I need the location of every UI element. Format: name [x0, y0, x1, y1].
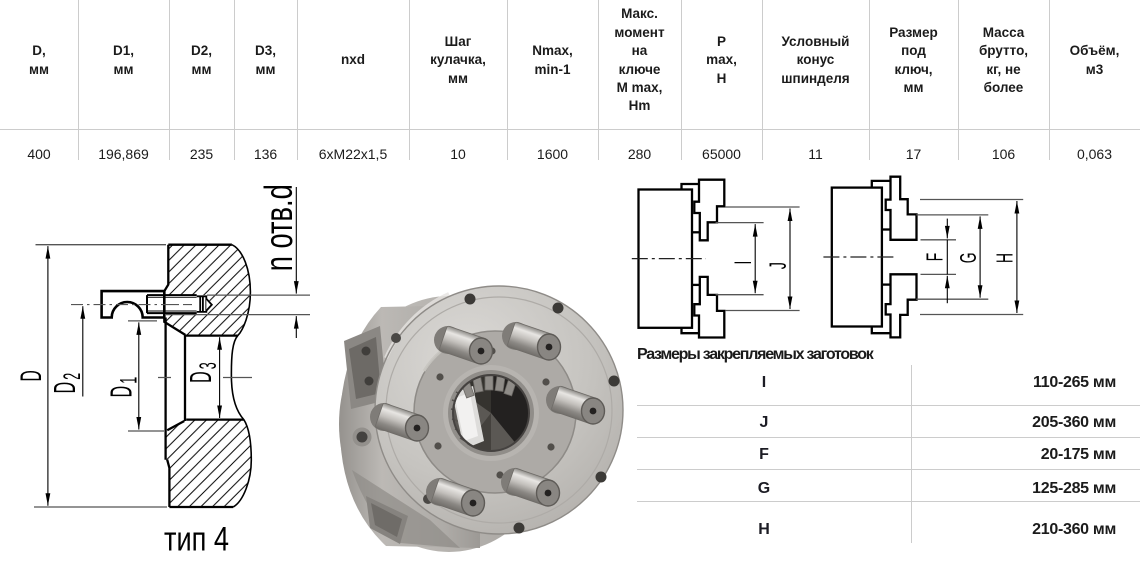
svg-text:D1: D1 — [105, 377, 143, 398]
svg-text:D2: D2 — [49, 373, 87, 394]
svg-text:J: J — [765, 262, 792, 269]
svg-text:тип 4: тип 4 — [164, 520, 229, 559]
svg-text:F: F — [923, 253, 948, 261]
svg-text:G: G — [957, 253, 982, 264]
svg-text:H: H — [993, 253, 1018, 263]
svg-text:I: I — [730, 261, 757, 265]
svg-text:D3: D3 — [185, 362, 223, 383]
svg-text:D: D — [15, 370, 49, 381]
svg-text:n отв.d: n отв.d — [258, 184, 301, 271]
